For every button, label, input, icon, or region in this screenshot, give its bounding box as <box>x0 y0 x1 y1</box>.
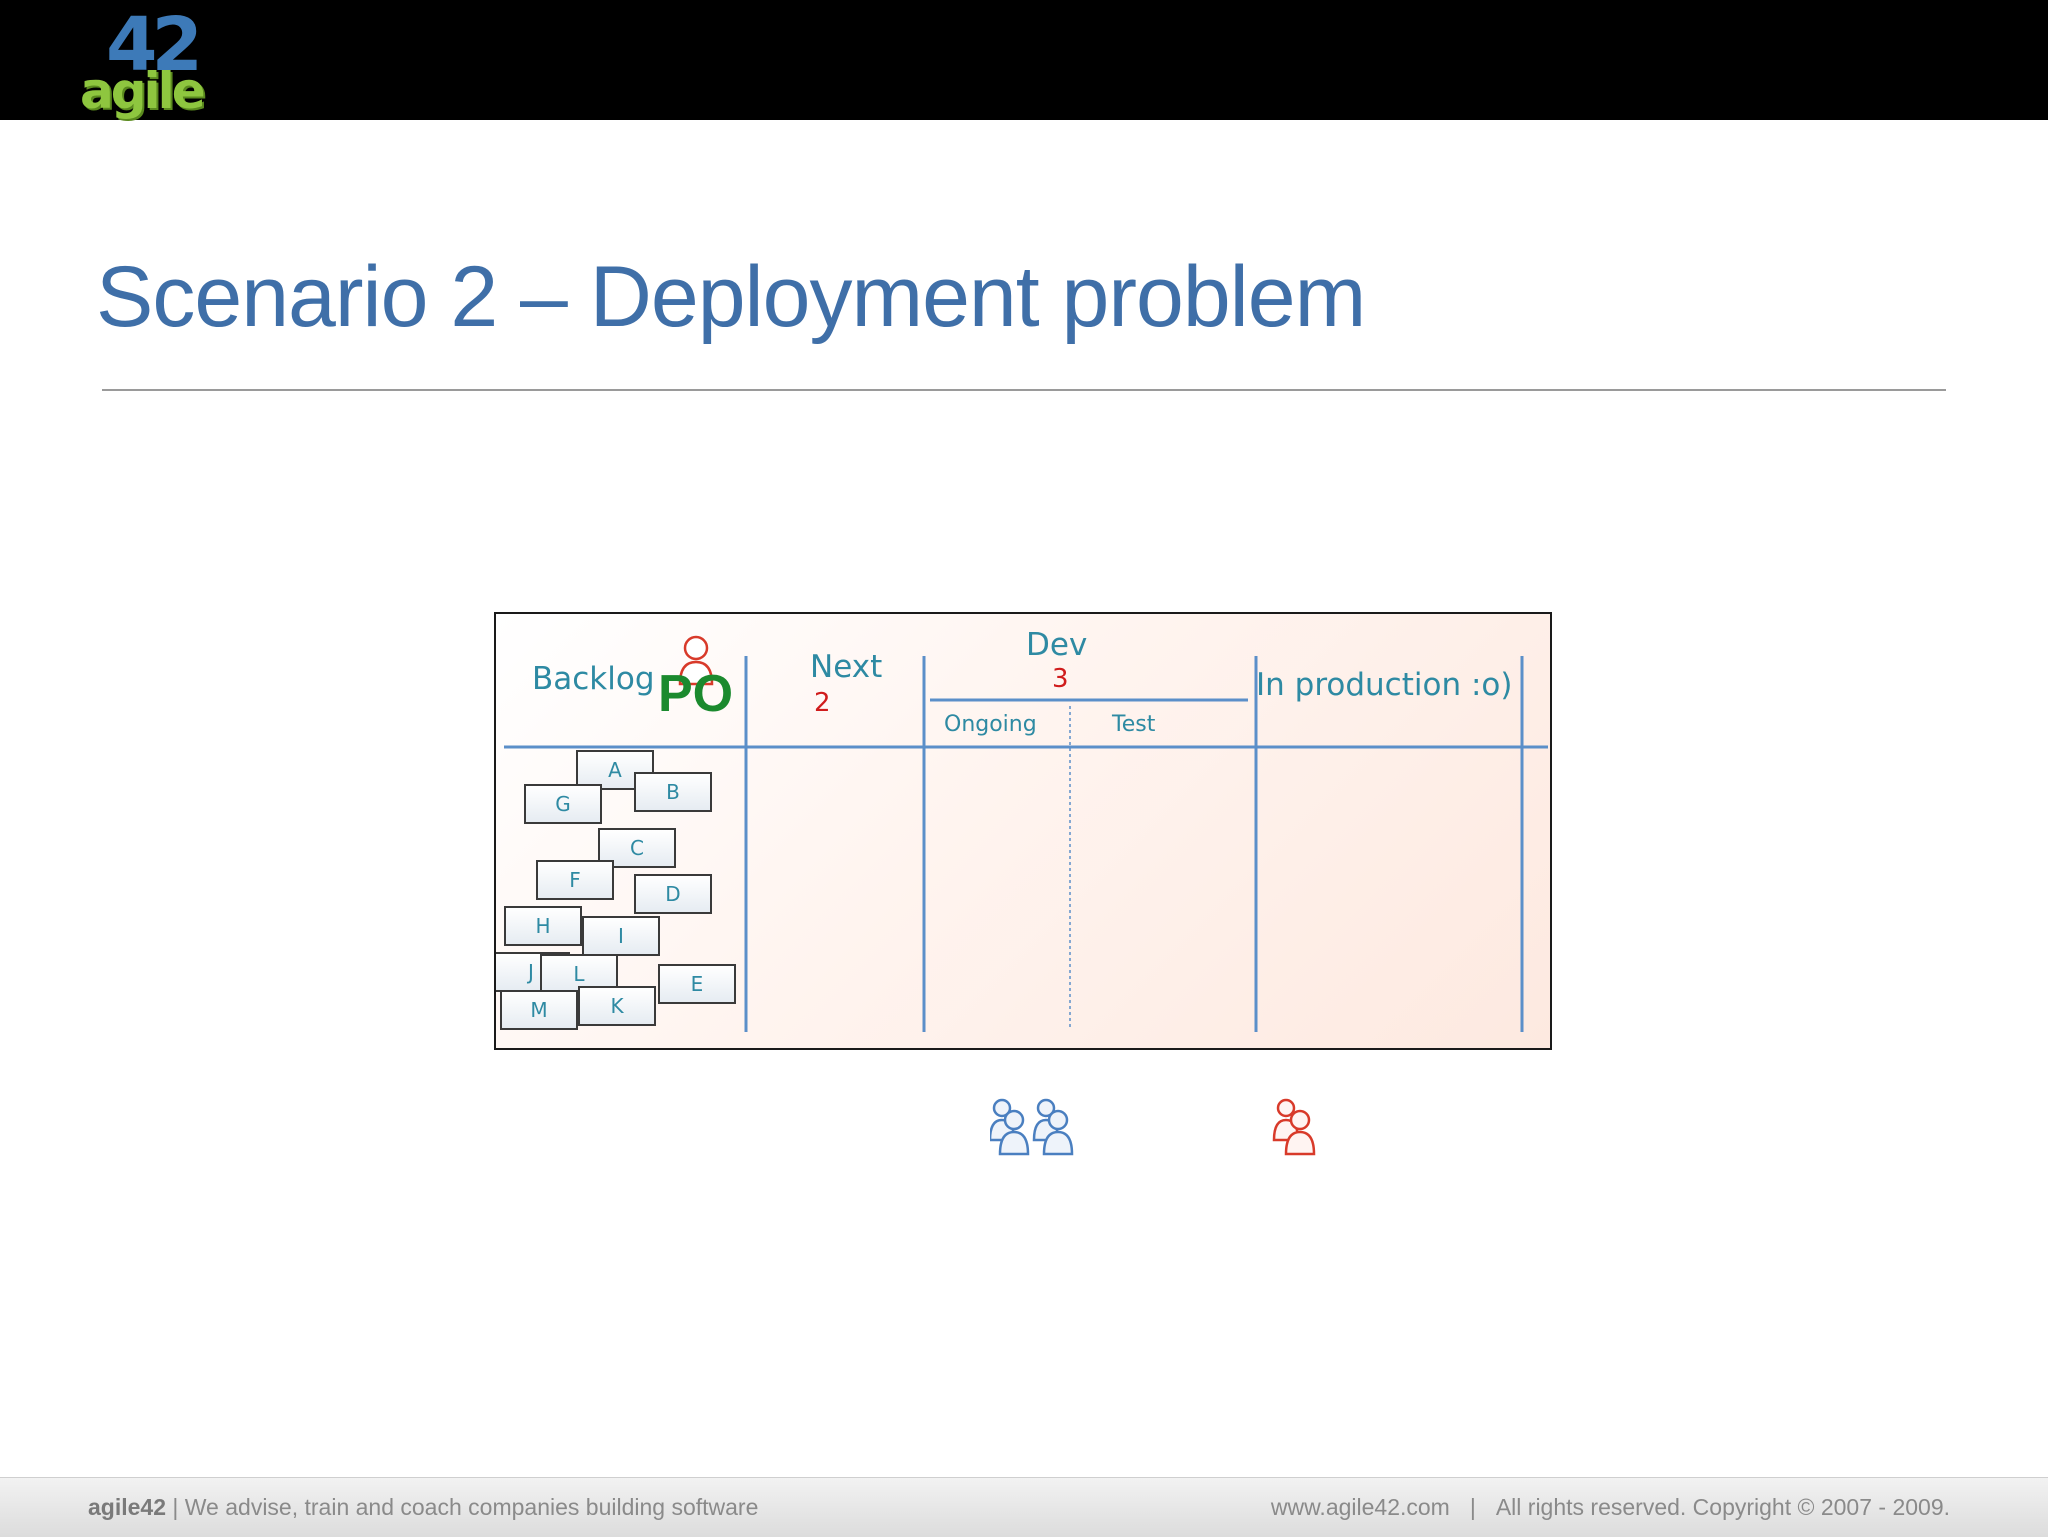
footer-right: www.agile42.com | All rights reserved. Cop… <box>1271 1494 1950 1521</box>
backlog-card: D <box>634 874 712 914</box>
column-backlog-label: Backlog <box>532 661 655 697</box>
column-production-label: In production :o) <box>1256 667 1513 703</box>
po-person-icon <box>678 635 714 686</box>
backlog-card: G <box>524 784 602 824</box>
footer-website-link[interactable]: www.agile42.com <box>1270 1494 1450 1520</box>
po-label: PO <box>658 665 734 723</box>
dev-team-people-icon <box>990 1098 1074 1156</box>
column-next-label: Next <box>810 649 883 685</box>
backlog-card: F <box>536 860 614 900</box>
footer-separator: | <box>1469 1494 1476 1520</box>
board-grid-lines <box>504 635 1548 1032</box>
column-dev-label: Dev <box>1026 627 1088 663</box>
dev-test-label: Test <box>1112 712 1156 737</box>
footer-brand: agile42 <box>88 1494 166 1520</box>
agile42-logo: 42 agile <box>80 2 206 120</box>
footer-tagline: agile42 | We advise, train and coach com… <box>88 1494 758 1521</box>
backlog-card: K <box>578 986 656 1026</box>
top-bar: 42 agile <box>0 0 2048 120</box>
backlog-card: H <box>504 906 582 946</box>
footer-tagline-text: | We advise, train and coach companies b… <box>166 1494 759 1520</box>
dev-wip-limit: 3 <box>1052 664 1069 694</box>
ops-team-people-icon <box>1272 1098 1316 1156</box>
title-divider <box>102 389 1946 391</box>
kanban-board: Backlog PO Next 2 Dev 3 Ongoing Test In … <box>494 612 1552 1050</box>
dev-ongoing-label: Ongoing <box>944 712 1037 737</box>
slide-title: Scenario 2 – Deployment problem <box>96 249 1366 345</box>
backlog-card: B <box>634 772 712 812</box>
backlog-card: M <box>500 990 578 1030</box>
next-wip-limit: 2 <box>814 688 831 718</box>
backlog-card: I <box>582 916 660 956</box>
backlog-card: E <box>658 964 736 1004</box>
footer-copyright: All rights reserved. Copyright © 2007 - … <box>1495 1494 1950 1520</box>
footer: agile42 | We advise, train and coach com… <box>0 1477 2048 1537</box>
